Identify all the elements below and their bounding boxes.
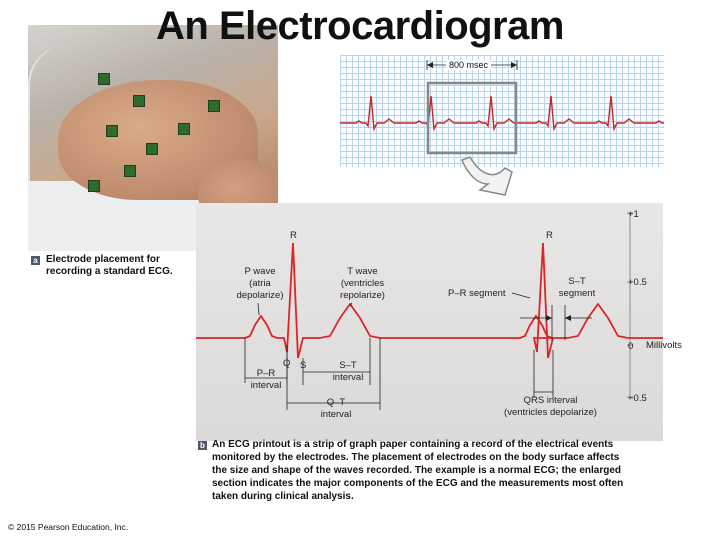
electrode-icon (124, 165, 136, 177)
electrode-wires (28, 45, 140, 245)
caption-a-letter: a (31, 256, 40, 265)
qrs-interval-label: QRS interval (ventricles depolarize) (488, 395, 613, 419)
st-segment-line1: S–T (568, 276, 586, 287)
pr-interval-line2: interval (250, 380, 282, 391)
scale-minus-half: −0.5 (628, 393, 647, 404)
qrs-interval-line1: QRS interval (523, 395, 578, 406)
st-interval-line1: S–T (339, 360, 357, 371)
qt-interval-line2: interval (320, 409, 352, 420)
pr-segment-label: P–R segment (448, 288, 506, 299)
qt-interval-label: Q–T interval (306, 397, 366, 421)
st-arrowhead-right (565, 315, 571, 321)
pr-interval-label: P–R interval (242, 368, 290, 392)
qrs-interval-line2: (ventricles depolarize) (504, 407, 597, 418)
p-wave-line2: (atria (249, 278, 271, 289)
p-wave-pointer (257, 302, 260, 316)
caption-b-line1: An ECG printout is a strip of graph pape… (212, 439, 614, 450)
caption-b-line2: monitored by the electrodes. The placeme… (212, 452, 620, 463)
peak-label-q: Q (283, 358, 291, 369)
t-wave-label: T wave (ventricles repolarize) (325, 266, 400, 302)
caption-a-line2: recording a standard ECG. (46, 266, 173, 277)
enlarged-section-box (426, 81, 518, 155)
st-interval-line2: interval (332, 372, 364, 383)
electrode-icon (106, 125, 118, 137)
peak-label-r2: R (546, 230, 553, 241)
strip-interval-label: 800 msec (446, 60, 492, 70)
peak-label-s: S (300, 360, 307, 371)
caption-b-line5: taken during clinical analysis. (212, 491, 354, 502)
caption-b-letter: b (198, 441, 207, 450)
p-wave-line1: P wave (244, 266, 276, 277)
t-wave-pointer (349, 302, 353, 307)
peak-label-r1: R (290, 230, 297, 241)
caption-b-line3: the size and shape of the waves recorded… (212, 465, 622, 476)
st-segment-line2: segment (558, 288, 596, 299)
p-wave-line3: depolarize) (236, 290, 284, 301)
strip-ecg-trace (340, 95, 664, 132)
scale-plus-one: +1 (628, 209, 639, 220)
t-wave-line2: (ventricles (340, 278, 385, 289)
electrode-icon (133, 95, 145, 107)
caption-b-line4: section indicates the major components o… (212, 478, 624, 489)
msec-arrowhead-right (511, 62, 517, 68)
enlarge-callout-arrow (461, 156, 513, 196)
electrode-icon (178, 123, 190, 135)
pr-segment-pointer (511, 292, 531, 299)
p-wave-label: P wave (atria depolarize) (225, 266, 295, 302)
pr-interval-line1: P–R (256, 368, 276, 379)
electrode-icon (208, 100, 220, 112)
electrode-icon (98, 73, 110, 85)
msec-arrowhead-left (427, 62, 433, 68)
enlarged-ecg-trace (196, 242, 663, 359)
copyright-notice: © 2015 Pearson Education, Inc. (8, 522, 129, 532)
electrode-icon (146, 143, 158, 155)
scale-unit: Millivolts (646, 340, 682, 351)
page-title: An Electrocardiogram (156, 4, 564, 48)
qt-interval-line1: Q–T (326, 397, 346, 408)
st-segment-label: S–T segment (552, 276, 602, 300)
t-wave-line1: T wave (347, 266, 378, 277)
scale-plus-half: +0.5 (628, 277, 647, 288)
electrode-icon (88, 180, 100, 192)
caption-a-line1: Electrode placement for (46, 254, 160, 265)
scale-zero: 0 (628, 341, 634, 352)
st-arrowhead-left (546, 315, 552, 321)
t-wave-line3: repolarize) (340, 290, 385, 301)
st-interval-label: S–T interval (318, 360, 378, 384)
